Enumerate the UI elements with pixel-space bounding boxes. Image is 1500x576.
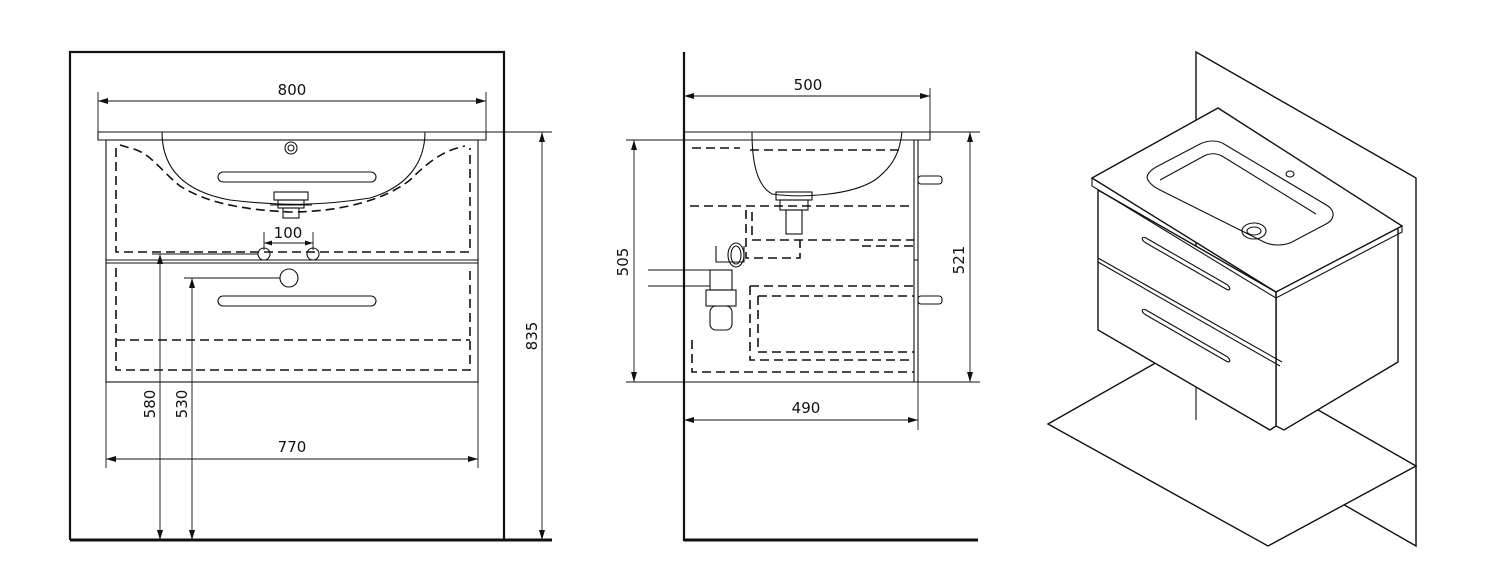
front-dim-580-label: 580 xyxy=(141,390,159,419)
front-dim-770-label: 770 xyxy=(278,438,307,456)
side-basin-bowl xyxy=(751,131,903,197)
front-dim-835-label: 835 xyxy=(523,322,541,351)
iso-drawer-split xyxy=(1097,257,1283,367)
side-siphon xyxy=(648,242,745,331)
iso-top-handle xyxy=(1141,236,1231,291)
side-basin-slab xyxy=(684,131,931,141)
front-top-handle xyxy=(217,171,377,183)
iso-bottom-handle xyxy=(1141,308,1231,363)
front-hidden-basin-profile xyxy=(119,144,466,213)
side-dim-500-label: 500 xyxy=(794,76,823,94)
front-basin-bowl xyxy=(161,131,426,205)
front-wall-outline xyxy=(68,50,506,540)
side-dim-505-label: 505 xyxy=(614,248,632,277)
front-view: 800 100 770 580 530 835 xyxy=(68,50,552,542)
iso-basin xyxy=(1146,140,1334,246)
iso-cabinet-front xyxy=(1097,188,1277,431)
front-bottom-handle xyxy=(217,295,377,307)
side-cabinet-body xyxy=(684,139,919,383)
side-top-handle xyxy=(917,175,943,185)
side-view: 500 490 505 521 xyxy=(614,52,980,542)
iso-tap-hole xyxy=(1285,170,1295,178)
front-basin-slab xyxy=(97,131,487,141)
side-dim-490-label: 490 xyxy=(792,399,821,417)
front-drain-hole xyxy=(279,268,299,288)
side-dim-521-label: 521 xyxy=(950,246,968,275)
iso-drain xyxy=(1241,222,1267,240)
isometric-view xyxy=(1046,50,1418,548)
front-overflow-hole xyxy=(284,141,298,155)
front-siphon xyxy=(270,191,312,219)
side-bottom-handle xyxy=(917,295,943,305)
front-dim-800-label: 800 xyxy=(278,81,307,99)
front-dim-100-label: 100 xyxy=(274,224,303,242)
front-dim-530-label: 530 xyxy=(173,390,191,419)
front-cabinet-body xyxy=(105,139,479,383)
